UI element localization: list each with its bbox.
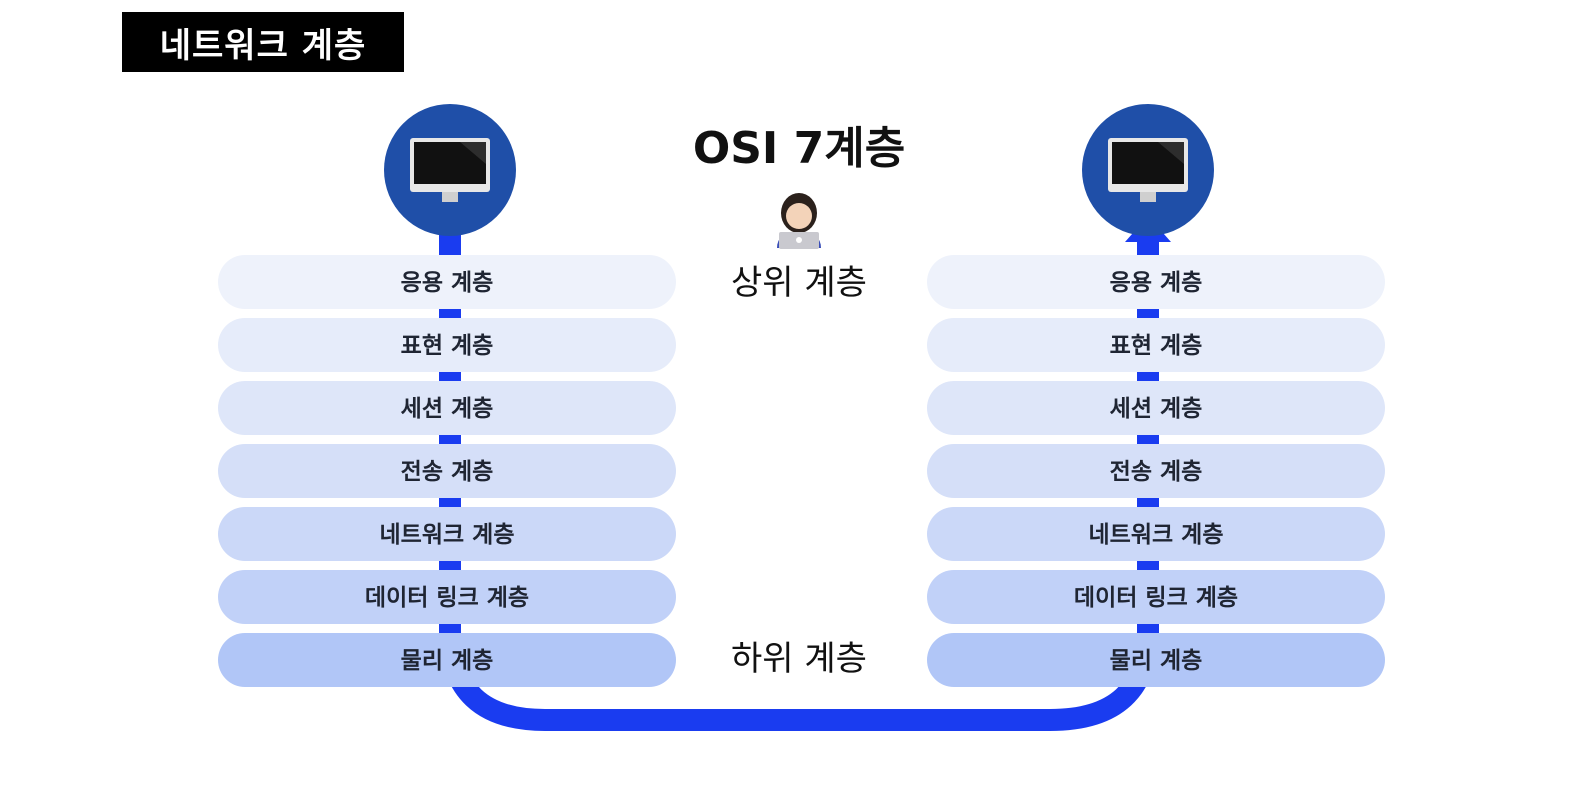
layer-box [927, 633, 1385, 687]
layer-label: 네트워크 계층 [1089, 522, 1224, 548]
layer-label: 표현 계층 [1110, 333, 1203, 359]
left-layer-4: 전송 계층 [218, 444, 676, 498]
layer-box [218, 570, 676, 624]
layer-label: 물리 계층 [401, 648, 494, 674]
layer-label: 응용 계층 [401, 270, 494, 296]
layer-box [927, 507, 1385, 561]
layer-label: 데이터 링크 계층 [365, 585, 529, 611]
right-host [1082, 104, 1214, 236]
layer-label: 데이터 링크 계층 [1074, 585, 1238, 611]
layer-label: 세션 계층 [401, 396, 494, 422]
right-layer-2: 표현 계층 [927, 318, 1385, 372]
right-layer-4: 전송 계층 [927, 444, 1385, 498]
computer-monitor-icon [410, 138, 490, 202]
layer-box [927, 570, 1385, 624]
left-layer-7: 물리 계층 [218, 633, 676, 687]
right-layer-6: 데이터 링크 계층 [927, 570, 1385, 624]
layer-box [218, 255, 676, 309]
layer-box [927, 318, 1385, 372]
layer-box [927, 444, 1385, 498]
layer-box [927, 255, 1385, 309]
right-layer-5: 네트워크 계층 [927, 507, 1385, 561]
layer-box [218, 507, 676, 561]
layer-label: 응용 계층 [1110, 270, 1203, 296]
layer-box [218, 633, 676, 687]
page-title: 네트워크 계층 [122, 12, 404, 72]
person-with-laptop-icon [777, 193, 821, 249]
right-layer-7: 물리 계층 [927, 633, 1385, 687]
layer-label: 전송 계층 [401, 459, 494, 485]
layer-box [218, 444, 676, 498]
left-layer-5: 네트워크 계층 [218, 507, 676, 561]
right-layer-3: 세션 계층 [927, 381, 1385, 435]
upper-layers-label: 상위 계층 [731, 263, 867, 303]
left-host [384, 104, 516, 236]
layer-label: 전송 계층 [1110, 459, 1203, 485]
layer-box [218, 318, 676, 372]
layer-box [927, 381, 1385, 435]
layer-box [218, 381, 676, 435]
layer-label: 물리 계층 [1110, 648, 1203, 674]
computer-monitor-icon [1108, 138, 1188, 202]
layer-label: 네트워크 계층 [380, 522, 515, 548]
center-title: OSI 7계층 [693, 123, 905, 174]
left-layer-3: 세션 계층 [218, 381, 676, 435]
lower-layers-label: 하위 계층 [731, 639, 867, 679]
left-layer-6: 데이터 링크 계층 [218, 570, 676, 624]
left-layer-1: 응용 계층 [218, 255, 676, 309]
layer-label: 표현 계층 [401, 333, 494, 359]
right-layer-1: 응용 계층 [927, 255, 1385, 309]
layer-label: 세션 계층 [1110, 396, 1203, 422]
left-layer-2: 표현 계층 [218, 318, 676, 372]
